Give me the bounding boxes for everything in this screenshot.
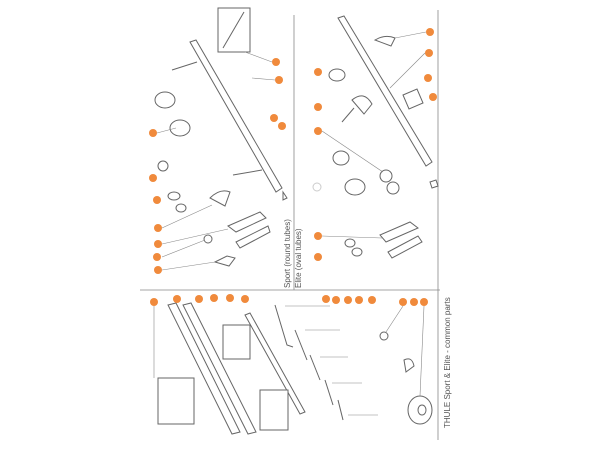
section-label-elite: Elite (oval tubes): [294, 228, 303, 288]
callout: [149, 129, 157, 137]
callouts: [149, 28, 437, 306]
callout: [270, 114, 278, 122]
elite-rail: [337, 15, 433, 167]
callout: [368, 296, 376, 304]
callout: [153, 253, 161, 261]
callout: [410, 298, 418, 306]
callout: [314, 103, 322, 111]
callout-muted: [312, 182, 322, 192]
callout: [425, 49, 433, 57]
callout: [275, 76, 283, 84]
callout: [322, 295, 330, 303]
inset-box-1: [157, 377, 195, 425]
elite-parts: [328, 15, 439, 259]
callout: [241, 295, 249, 303]
sport-rail: [189, 39, 283, 193]
callout: [154, 240, 162, 248]
section-label-common: THULE Sport & Elite - common parts: [443, 297, 452, 428]
callout: [154, 224, 162, 232]
callout: [314, 68, 322, 76]
leader-lines: [153, 31, 427, 397]
callout: [424, 74, 432, 82]
callout: [149, 174, 157, 182]
callout: [226, 294, 234, 302]
callout: [420, 298, 428, 306]
callout: [150, 298, 158, 306]
callout: [314, 232, 322, 240]
callout: [314, 253, 322, 261]
callout: [332, 296, 340, 304]
callout: [344, 296, 352, 304]
callout: [429, 93, 437, 101]
callout: [278, 122, 286, 130]
callout: [426, 28, 434, 36]
section-label-sport: Sport (round tubes): [283, 219, 292, 288]
callout: [399, 298, 407, 306]
callout: [355, 296, 363, 304]
callout: [210, 294, 218, 302]
common-parts: [157, 302, 433, 435]
sport-parts: [154, 7, 288, 267]
callout: [173, 295, 181, 303]
callout: [153, 196, 161, 204]
callout: [195, 295, 203, 303]
callout: [272, 58, 280, 66]
callout: [314, 127, 322, 135]
callout: [154, 266, 162, 274]
